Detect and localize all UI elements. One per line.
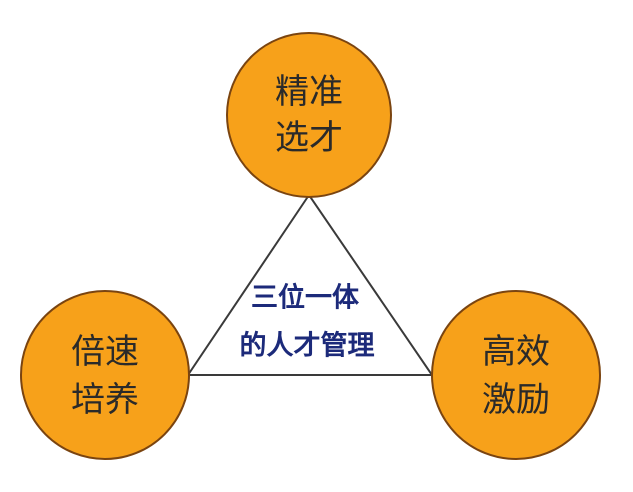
node-left-circle: [20, 290, 190, 460]
node-left-line1: 倍速: [71, 332, 139, 372]
node-top-line1: 精准: [275, 72, 343, 112]
node-top-line2: 选才: [275, 118, 343, 158]
center-label: 三位一体 的人才管理: [240, 282, 375, 362]
node-top-circle: [226, 32, 392, 198]
center-label-line2: 的人才管理: [240, 330, 375, 362]
node-right-line2: 激励: [482, 380, 550, 420]
node-right-line1: 高效: [482, 332, 550, 372]
node-left: 倍速 培养: [20, 290, 190, 460]
node-right-circle: [431, 290, 601, 460]
connecting-triangle: [186, 193, 434, 376]
center-label-line1: 三位一体: [251, 282, 360, 314]
node-left-line2: 培养: [71, 380, 139, 420]
node-top: 精准 选才: [226, 32, 392, 198]
node-right: 高效 激励: [431, 290, 601, 460]
